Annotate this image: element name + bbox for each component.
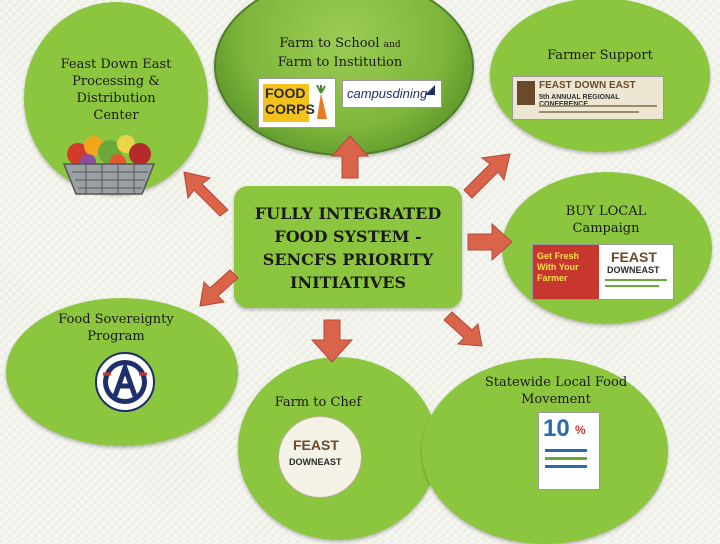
arrow-to-chef — [310, 319, 354, 363]
arrow-to-statewide — [443, 311, 483, 347]
farmer-label: Farmer Support — [547, 48, 653, 63]
arrow-to-sovereignty — [199, 269, 239, 307]
americorps-logo — [95, 352, 155, 412]
ten-percent-logo: 10 % — [538, 412, 600, 490]
arrow-to-buy-local — [467, 222, 513, 262]
school-label: Farm to School and Farm to Institution — [277, 36, 403, 70]
conference-banner: FEAST DOWN EAST 5th ANNUAL REGIONAL CONF… — [512, 76, 664, 120]
arrow-to-processing — [183, 171, 229, 217]
produce-basket-image — [62, 135, 156, 195]
chef-label: Farm to Chef — [274, 395, 362, 410]
node-farm-to-school — [214, 0, 474, 156]
arrow-to-school — [330, 135, 370, 179]
feast-downeast-chef-logo: FEAST DOWNEAST — [278, 416, 362, 498]
arrow-to-farmer — [463, 153, 511, 199]
campusdining-logo: campusdining — [342, 80, 442, 108]
center-box — [234, 186, 462, 308]
